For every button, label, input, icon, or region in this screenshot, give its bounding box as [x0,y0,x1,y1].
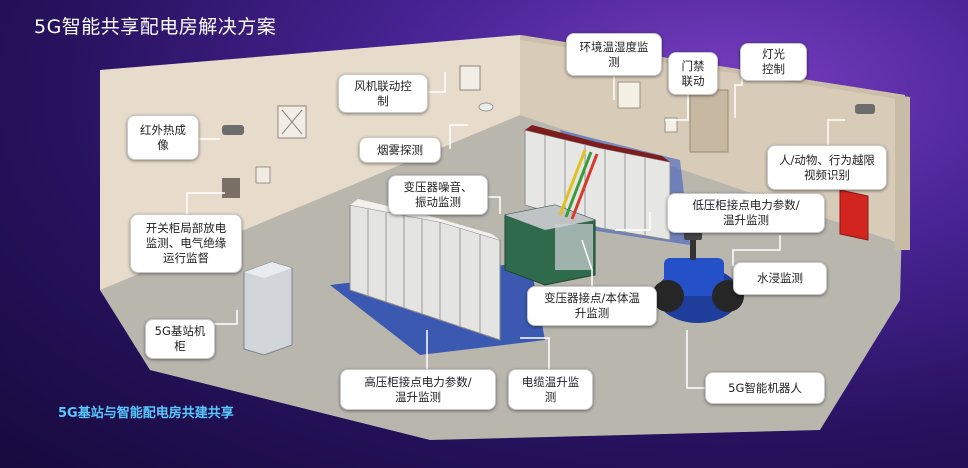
callout-light-control: 灯光 控制 [740,43,807,81]
callout-water-detection: 水浸监测 [733,262,827,295]
door [689,89,729,153]
callout-low-voltage: 低压柜接点电力参数/ 温升监测 [667,193,825,233]
callout-cable-temperature: 电缆温升监 测 [508,369,593,410]
callout-partial-discharge: 开关柜局部放电 监测、电气绝缘 运行监督 [130,214,242,273]
page-subtitle: 5G基站与智能配电房共建共享 [58,406,234,421]
callout-base-station: 5G基站机 柜 [145,319,215,359]
ir-camera [222,125,244,135]
page-title: 5G智能共享配电房解决方案 [34,16,277,38]
wall-panel-small [255,166,271,184]
video-camera [855,104,875,114]
callout-smart-robot: 5G智能机器人 [705,372,825,404]
smoke-detector [478,102,494,112]
callout-transformer-temperature: 变压器接点/本体温 升监测 [527,286,657,326]
callout-fan-control: 风机联动控 制 [338,74,428,113]
callout-transformer-noise: 变压器噪音、 振动监测 [388,175,488,215]
env-sensor-box [617,81,641,109]
callout-door-access: 门禁 联动 [668,52,718,95]
callout-smoke-detection: 烟雾探测 [359,137,441,163]
wall-panel-dark [222,178,240,198]
callout-high-voltage: 高压柜接点电力参数/ 温升监测 [340,369,496,410]
callout-infrared-imaging: 红外热成 像 [127,115,199,160]
fire-cabinet [839,189,869,241]
exhaust-fan-right [459,65,481,91]
callout-env-temperature-humidity: 环境温湿度监 测 [566,33,662,76]
callout-behavior-recognition: 人/动物、行为越限 视频识别 [767,145,887,190]
